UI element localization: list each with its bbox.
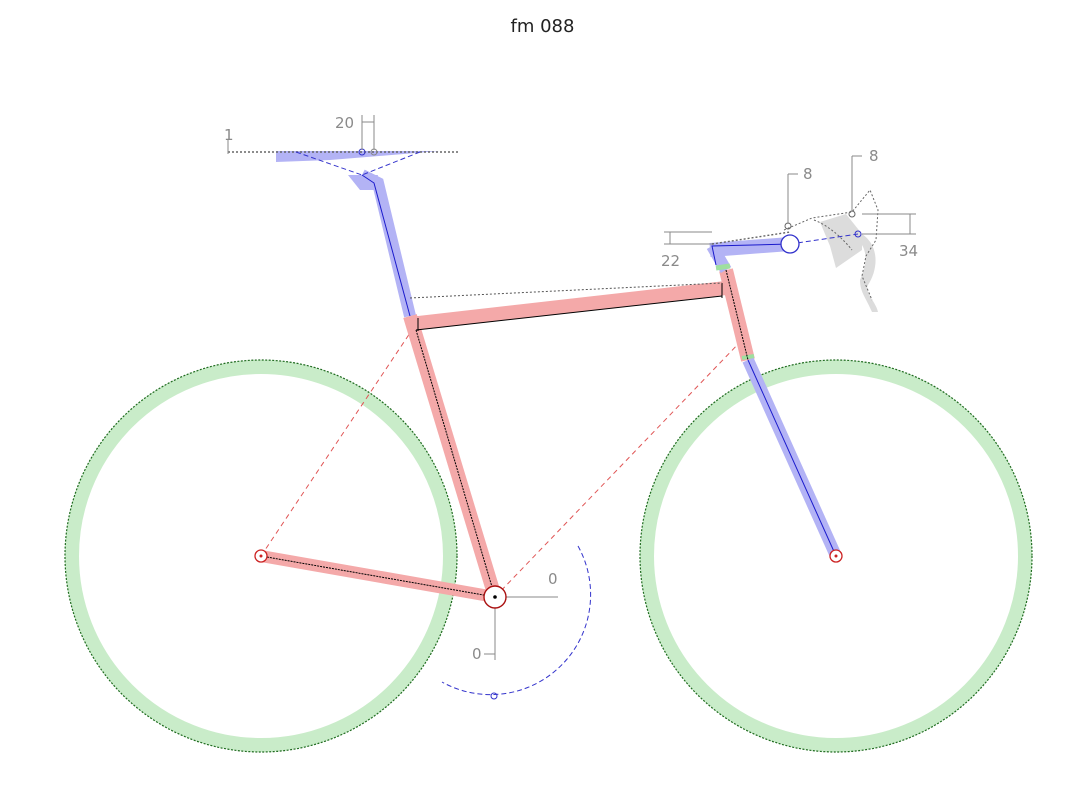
front-axle	[829, 549, 843, 563]
headset-spacer	[715, 263, 731, 271]
fork-crown	[741, 354, 755, 360]
seat-post	[359, 169, 416, 318]
saddle-guides	[227, 140, 460, 176]
bar-reach-label: 8	[869, 147, 879, 165]
bar-drop-label: 34	[899, 242, 918, 260]
stem-rise-label: 22	[661, 252, 680, 270]
center-lines	[260, 174, 837, 598]
seat-stay-guide	[260, 329, 413, 557]
drawing-title: fm 088	[510, 16, 575, 37]
bottom-bracket	[483, 585, 507, 609]
crank-vertical-label: 0	[472, 645, 482, 663]
pedal-point	[490, 692, 498, 700]
saddle-setback-label: 20	[335, 114, 354, 132]
top-tube	[409, 281, 727, 331]
bar-clamp	[780, 234, 800, 254]
frame	[259, 268, 755, 603]
brake-hood	[820, 214, 862, 268]
rear-wheel	[64, 359, 458, 753]
stem-spacer-label: 8	[803, 165, 813, 183]
reach-guide	[494, 339, 743, 598]
bar-end-point	[854, 230, 862, 238]
saddle	[276, 151, 440, 162]
front-wheel	[639, 359, 1033, 753]
stem	[709, 237, 791, 257]
crank-horizontal-label: 0	[548, 570, 558, 588]
crank-arc	[441, 545, 592, 696]
saddle-height-offset-label: 1	[224, 126, 234, 144]
handlebar-drop	[856, 234, 878, 312]
rear-axle	[254, 549, 268, 563]
handlebar	[711, 189, 879, 312]
saddle-clamp	[348, 175, 378, 190]
